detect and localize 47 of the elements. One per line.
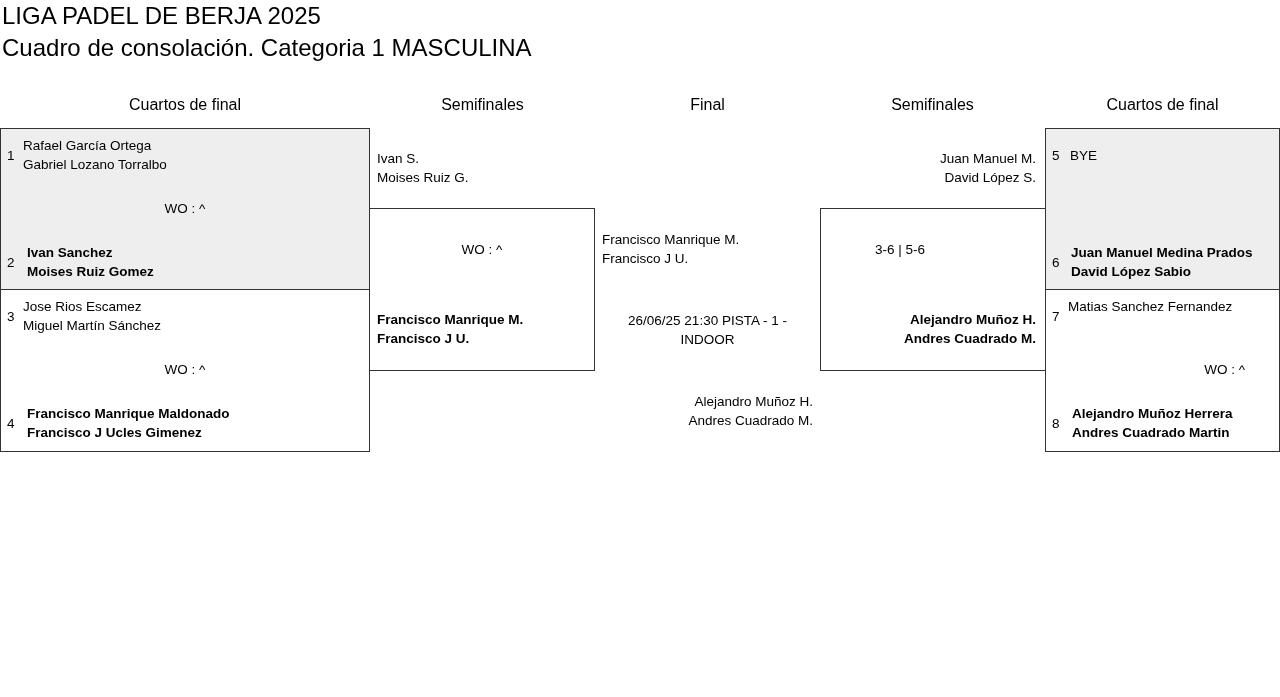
score-text: 3-6 | 5-6 bbox=[873, 241, 926, 259]
player-name: Gabriel Lozano Torralbo bbox=[23, 156, 167, 174]
column-heading: Semifinales bbox=[890, 96, 975, 114]
player-name: Francisco Manrique Maldonado bbox=[27, 405, 230, 423]
score-text: WO : ^ bbox=[1203, 361, 1245, 379]
player-name: Alejandro Muñoz Herrera bbox=[1072, 405, 1233, 423]
column-heading: Final bbox=[689, 96, 726, 114]
player-name: Francisco Manrique M. bbox=[377, 311, 525, 329]
seed-number: 4 bbox=[7, 415, 15, 433]
seed-number: 2 bbox=[7, 254, 15, 272]
seed-number: 1 bbox=[7, 147, 15, 165]
player-name: Alejandro Muñoz H. bbox=[693, 393, 813, 411]
player-name: Francisco Manrique M. bbox=[602, 231, 740, 249]
score-text: WO : ^ bbox=[163, 361, 207, 379]
player-name: Juan Manuel Medina Prados bbox=[1071, 244, 1253, 262]
subtitle: Cuadro de consolación. Categoria 1 MASCULINA bbox=[2, 34, 532, 62]
player-name: Rafael García Ortega bbox=[23, 137, 152, 155]
player-name: Andres Cuadrado M. bbox=[687, 412, 813, 430]
player-name: Moises Ruiz G. bbox=[377, 169, 470, 187]
player-name: Moises Ruiz Gomez bbox=[27, 263, 154, 281]
player-name: Andres Cuadrado M. bbox=[903, 330, 1036, 348]
player-name: Matias Sanchez Fernandez bbox=[1068, 298, 1233, 316]
match-info: 26/06/25 21:30 PISTA - 1 - INDOOR bbox=[627, 312, 788, 349]
player-name: Francisco J U. bbox=[377, 330, 471, 348]
player-name: Francisco J U. bbox=[602, 250, 689, 268]
seed-number: 8 bbox=[1052, 415, 1060, 433]
column-heading: Semifinales bbox=[440, 96, 525, 114]
player-name: Miguel Martín Sánchez bbox=[23, 317, 162, 335]
title: LIGA PADEL DE BERJA 2025 bbox=[2, 2, 321, 30]
player-name: Francisco J Ucles Gimenez bbox=[27, 424, 202, 442]
column-heading: Cuartos de final bbox=[127, 96, 243, 114]
player-name: Jose Rios Escamez bbox=[23, 298, 142, 316]
seed-number: 3 bbox=[7, 308, 15, 326]
player-name: Juan Manuel M. bbox=[938, 150, 1036, 168]
player-name: David López Sabio bbox=[1071, 263, 1192, 281]
player-name: BYE bbox=[1070, 147, 1097, 165]
seed-number: 7 bbox=[1052, 308, 1060, 326]
player-name: Alejandro Muñoz H. bbox=[909, 311, 1036, 329]
player-name: Ivan Sanchez bbox=[27, 244, 113, 262]
column-heading: Cuartos de final bbox=[1105, 96, 1220, 114]
seed-number: 6 bbox=[1052, 254, 1060, 272]
seed-number: 5 bbox=[1052, 147, 1060, 165]
player-name: Andres Cuadrado Martin bbox=[1072, 424, 1230, 442]
score-text: WO : ^ bbox=[163, 200, 207, 218]
player-name: Ivan S. bbox=[377, 150, 421, 168]
player-name: David López S. bbox=[943, 169, 1036, 187]
score-text: WO : ^ bbox=[460, 241, 504, 259]
